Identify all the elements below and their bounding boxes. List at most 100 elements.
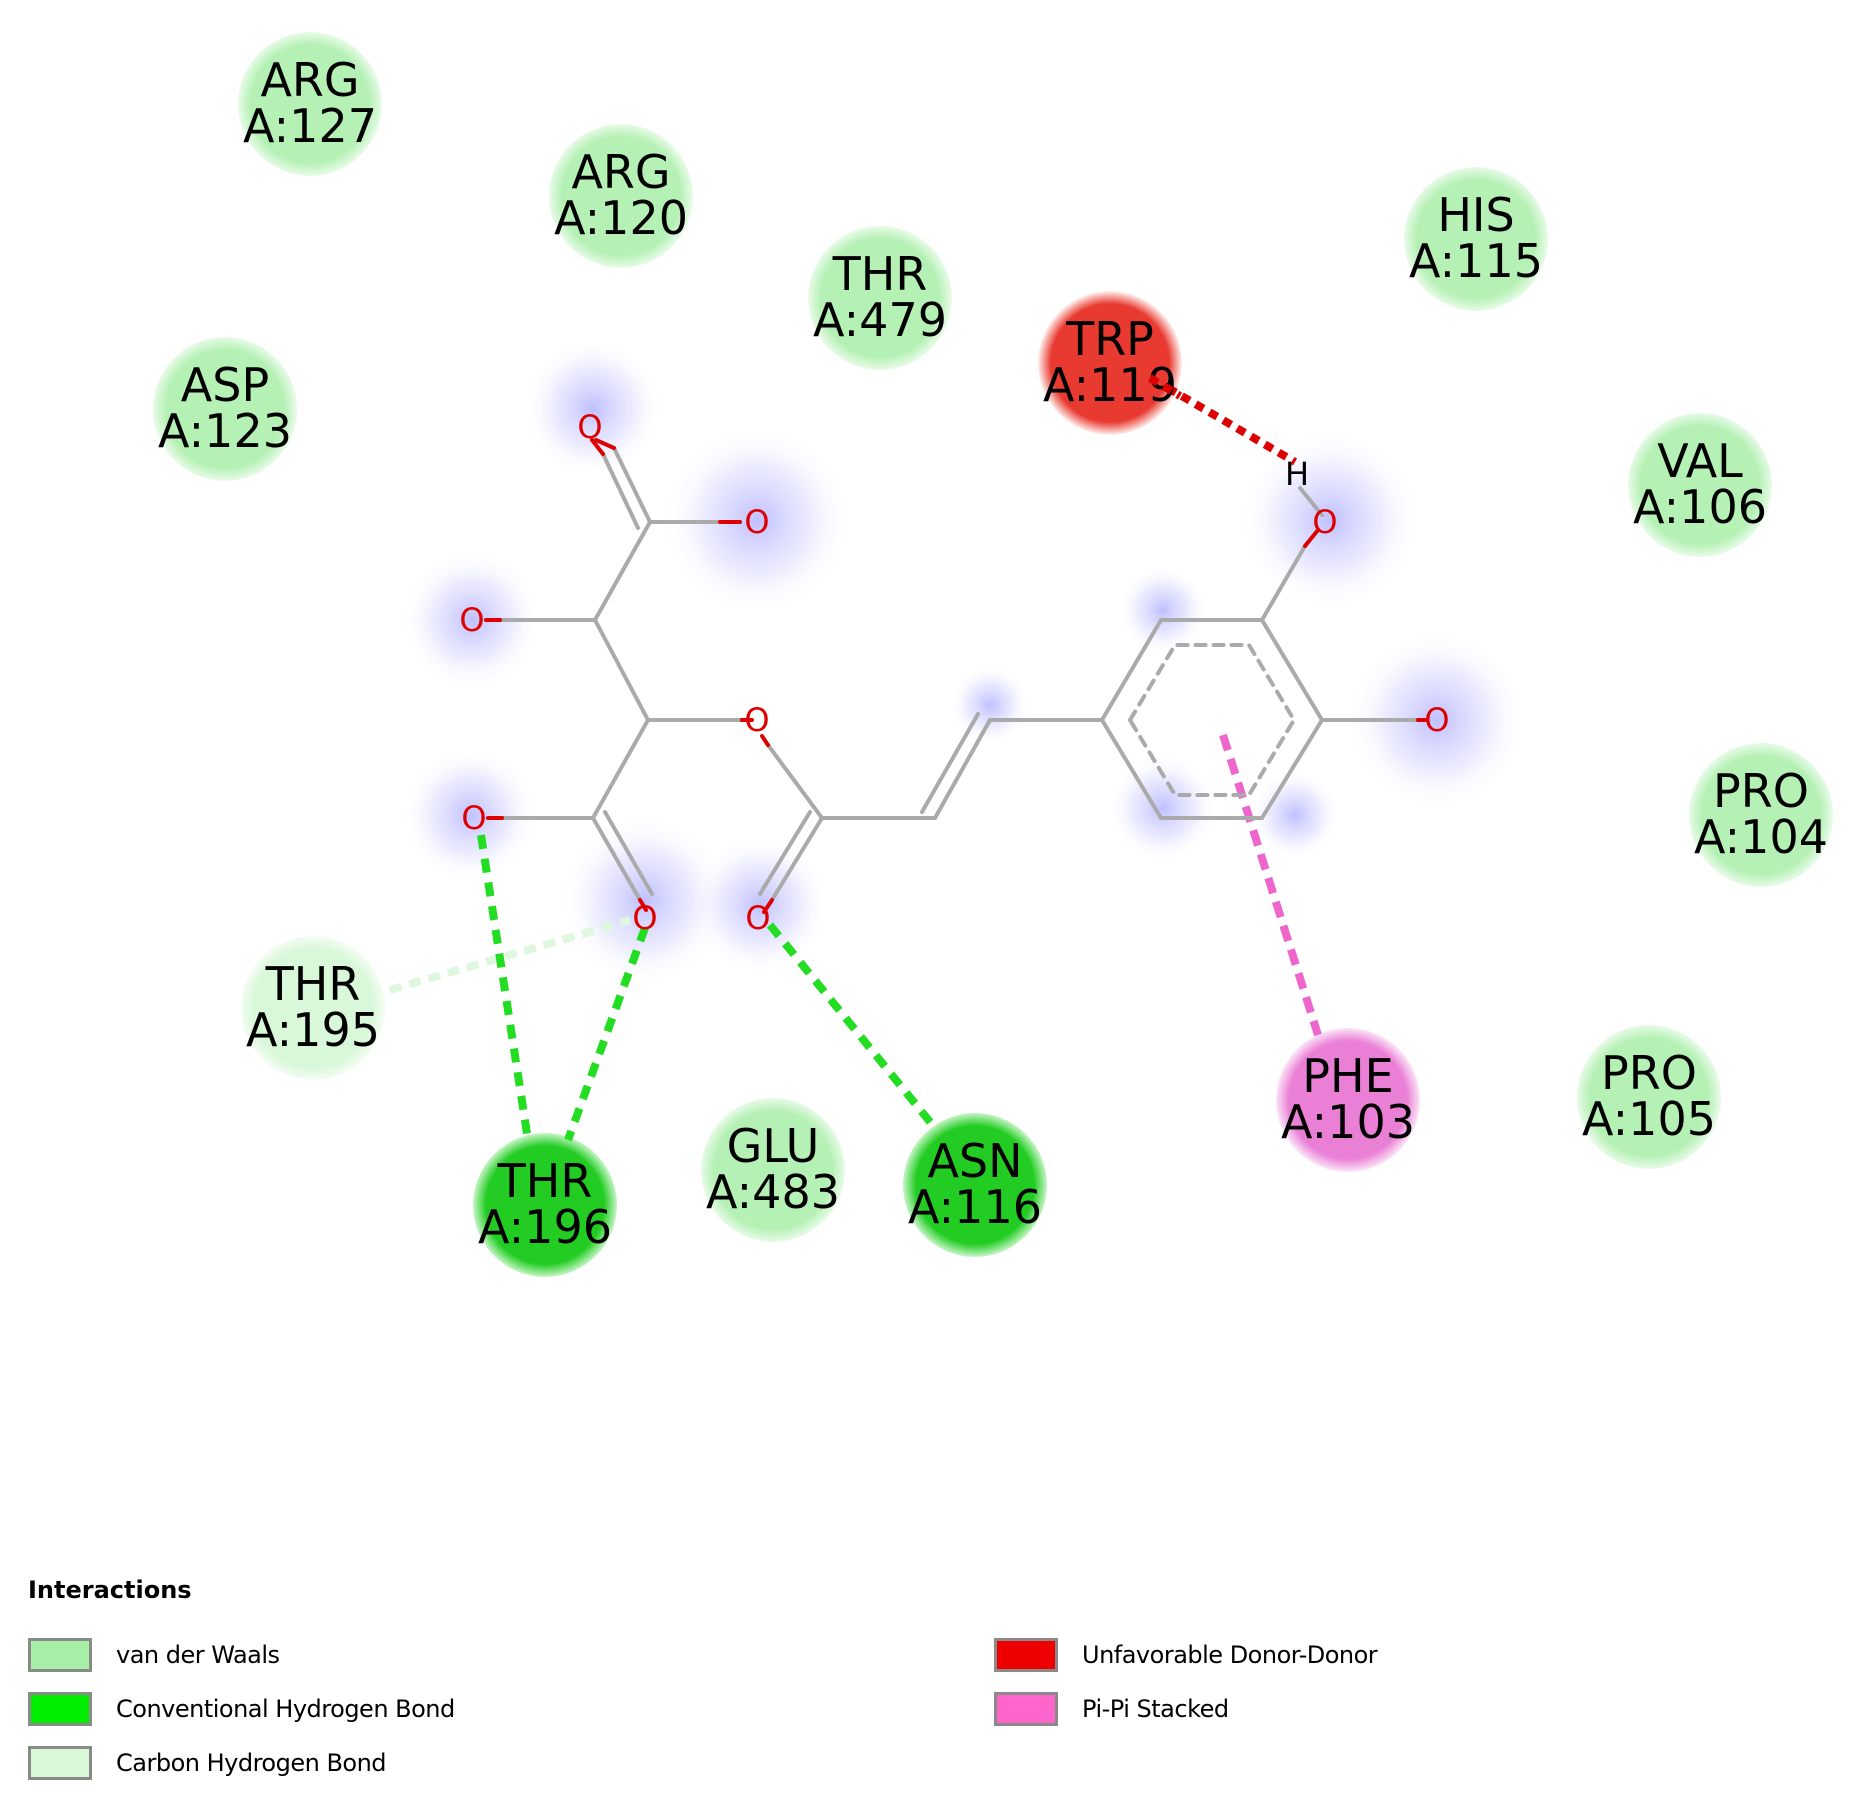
legend-item-unfavorable-donor-donor: Unfavorable Donor-Donor bbox=[994, 1635, 1378, 1675]
accessibility-halos bbox=[402, 338, 1527, 985]
oxygen-atom: O bbox=[1424, 701, 1449, 739]
residue-disc-thr196[interactable] bbox=[473, 1133, 617, 1277]
carbon-hydrogen-bond-line bbox=[388, 916, 632, 994]
residue-discs bbox=[153, 32, 1833, 1277]
oxygen-atom: O bbox=[1312, 503, 1337, 541]
bond bbox=[591, 718, 650, 820]
pi-pi-stacked-line bbox=[1219, 733, 1322, 1037]
bond bbox=[612, 446, 652, 524]
hydrogen-bond-line bbox=[564, 926, 649, 1142]
halo bbox=[402, 550, 542, 690]
bond bbox=[770, 816, 824, 902]
ligand bbox=[498, 446, 1420, 902]
residue-disc-trp119[interactable] bbox=[1038, 291, 1182, 435]
legend-item-conventional-hydrogen-bond: Conventional Hydrogen Bond bbox=[28, 1689, 455, 1729]
halo bbox=[950, 665, 1030, 745]
legend-swatch bbox=[28, 1746, 92, 1780]
bond bbox=[593, 618, 650, 722]
bond bbox=[933, 718, 992, 820]
bond bbox=[758, 810, 812, 896]
legend-item-carbon-hydrogen-bond: Carbon Hydrogen Bond bbox=[28, 1743, 387, 1783]
oxygen-atom: O bbox=[745, 899, 770, 937]
interaction-lines bbox=[388, 384, 1322, 1142]
residue-disc-arg127[interactable] bbox=[238, 32, 382, 176]
hydrogen-atom: H bbox=[1285, 455, 1309, 493]
legend-swatch bbox=[994, 1638, 1058, 1672]
residue-disc-arg120[interactable] bbox=[549, 124, 693, 268]
bond bbox=[591, 816, 642, 902]
halo bbox=[1108, 753, 1218, 863]
bond bbox=[766, 743, 824, 820]
bond bbox=[1260, 544, 1307, 622]
residue-disc-val106[interactable] bbox=[1628, 413, 1772, 557]
oxygen-atom: O bbox=[632, 899, 657, 937]
hydrogen-bond-line bbox=[766, 922, 939, 1131]
halo bbox=[523, 338, 663, 478]
residue-disc-pro105[interactable] bbox=[1577, 1025, 1721, 1169]
oxygen-atom: O bbox=[744, 701, 769, 739]
legend-swatch bbox=[28, 1638, 92, 1672]
halo bbox=[1118, 565, 1208, 655]
bond bbox=[1298, 486, 1324, 517]
legend-label: Pi-Pi Stacked bbox=[1082, 1695, 1229, 1723]
bond bbox=[920, 712, 980, 814]
legend-label: Unfavorable Donor-Donor bbox=[1082, 1641, 1378, 1669]
halo bbox=[690, 835, 830, 975]
legend-swatch bbox=[28, 1692, 92, 1726]
donor-donor-line bbox=[1165, 384, 1298, 466]
residue-disc-glu483[interactable] bbox=[701, 1098, 845, 1242]
bond bbox=[590, 438, 605, 456]
bond bbox=[603, 810, 654, 896]
residue-disc-thr479[interactable] bbox=[808, 226, 952, 370]
bond bbox=[638, 898, 648, 912]
legend-label: van der Waals bbox=[116, 1641, 280, 1669]
oxygen-atom: O bbox=[577, 408, 602, 446]
bond bbox=[762, 898, 774, 914]
halo bbox=[560, 815, 730, 985]
halo bbox=[1240, 430, 1420, 610]
bond bbox=[601, 452, 640, 530]
legend-swatch bbox=[994, 1692, 1058, 1726]
bond bbox=[1303, 528, 1320, 548]
bond bbox=[760, 734, 770, 747]
residue-disc-his115[interactable] bbox=[1404, 167, 1548, 311]
legend-item-pi-pi-stacked: Pi-Pi Stacked bbox=[994, 1689, 1229, 1729]
legend-title: Interactions bbox=[28, 1576, 192, 1604]
residue-disc-phe103[interactable] bbox=[1276, 1028, 1420, 1172]
legend-label: Conventional Hydrogen Bond bbox=[116, 1695, 455, 1723]
oxygen-atom: O bbox=[744, 503, 769, 541]
oxygen-bond-segments bbox=[484, 438, 1427, 914]
atom-labels: O O O O O O O O O H bbox=[459, 408, 1449, 937]
bond bbox=[593, 520, 652, 622]
legend-label: Carbon Hydrogen Bond bbox=[116, 1749, 387, 1777]
residue-disc-asp123[interactable] bbox=[153, 337, 297, 481]
halo bbox=[1347, 630, 1527, 810]
oxygen-atom: O bbox=[461, 799, 486, 837]
halo bbox=[402, 747, 538, 883]
halo bbox=[1250, 770, 1340, 860]
hydrogen-bond-line bbox=[477, 834, 532, 1141]
bond bbox=[594, 438, 616, 450]
halo bbox=[662, 425, 852, 615]
residue-disc-pro104[interactable] bbox=[1689, 743, 1833, 887]
oxygen-atom: O bbox=[459, 601, 484, 639]
legend-item-van-der-waals: van der Waals bbox=[28, 1635, 280, 1675]
residue-disc-thr195[interactable] bbox=[241, 936, 385, 1080]
residue-disc-asn116[interactable] bbox=[903, 1113, 1047, 1257]
